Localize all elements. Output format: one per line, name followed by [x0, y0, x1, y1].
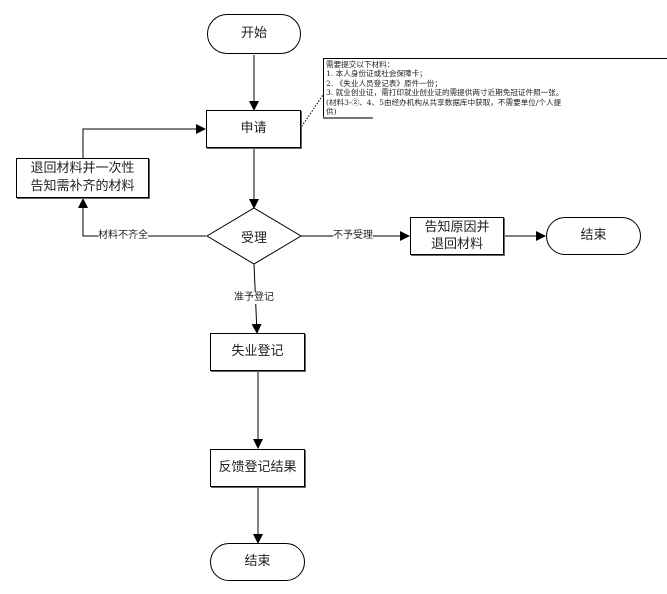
start-label: 开始 — [240, 26, 267, 41]
accept-diamond-shape — [206, 207, 302, 265]
edge-label-not-accepted: 不予受理 — [333, 230, 373, 242]
feedback-node[interactable]: 反馈登记结果 — [210, 449, 305, 487]
note-line: 供) — [326, 107, 337, 117]
note-line: 1. 本人身份证或社会保障卡； — [326, 69, 427, 79]
apply-node[interactable]: 申请 — [206, 110, 301, 148]
edge-accept-return — [78, 198, 206, 237]
end-right-node[interactable]: 结束 — [546, 217, 641, 255]
materials-note: 需要提交以下材料： 1. 本人身份证或社会保障卡； 2. 《失业人员登记表》原件… — [323, 58, 667, 118]
return-materials-node[interactable]: 退回材料并一次性 告知需补齐的材料 — [16, 158, 149, 198]
note-line: 需要提交以下材料： — [326, 60, 395, 69]
reject-notify-node[interactable]: 告知原因并 退回材料 — [410, 217, 504, 255]
note-bracket-bottom — [323, 117, 373, 119]
note-line: (材料3-②、4、5由经办机构从共享数据库中获取，不需要单位/个人提 — [326, 97, 562, 107]
edge-label-incomplete: 材料不齐全 — [98, 230, 148, 242]
register-label: 失业登记 — [231, 344, 284, 359]
apply-label: 申请 — [240, 121, 267, 136]
end-bottom-node[interactable]: 结束 — [210, 543, 305, 581]
note-connector — [299, 94, 324, 130]
return-materials-label-line1: 退回材料并一次性 — [30, 161, 135, 176]
return-materials-label-line2: 告知需补齐的材料 — [30, 179, 135, 194]
edge-label-approved: 准予登记 — [234, 292, 274, 304]
reject-notify-label-line1: 告知原因并 — [424, 220, 490, 235]
register-node[interactable]: 失业登记 — [210, 333, 305, 371]
accept-node[interactable]: 受理 — [224, 227, 284, 246]
note-line: 3. 就业创业证，需打印就业创业证的需提供两寸近期免冠证件照一张。 — [326, 88, 564, 98]
edge-return-apply — [82, 124, 206, 158]
end-bottom-label: 结束 — [244, 554, 271, 569]
accept-label: 受理 — [240, 231, 267, 246]
reject-notify-label-line2: 退回材料 — [430, 237, 483, 252]
feedback-label: 反馈登记结果 — [218, 460, 297, 475]
start-node[interactable]: 开始 — [207, 14, 301, 54]
end-right-label: 结束 — [580, 228, 607, 243]
note-line: 2. 《失业人员登记表》原件一份； — [326, 78, 442, 88]
